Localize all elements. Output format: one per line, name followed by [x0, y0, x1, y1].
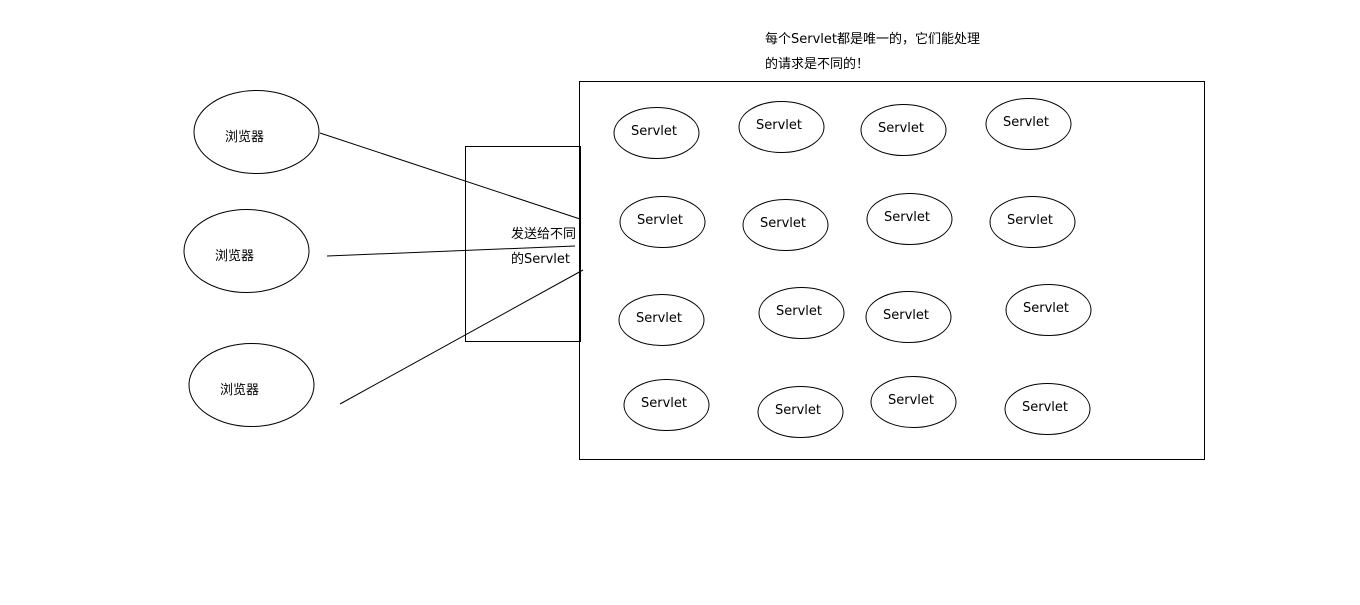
note-line-2: 的请求是不同的！: [765, 57, 870, 72]
connector-line-3: [339, 269, 584, 405]
browser-node: [183, 209, 310, 293]
servlet-label: Servlet: [760, 216, 806, 231]
browser-node: [193, 90, 320, 174]
servlet-node: [1004, 383, 1091, 435]
connector-line-1: [319, 132, 581, 220]
dispatcher-box: [465, 146, 581, 342]
servlet-container-box: [579, 81, 1205, 460]
servlet-node: [865, 291, 952, 343]
servlet-node: [623, 379, 710, 431]
servlet-label: Servlet: [1022, 400, 1068, 415]
servlet-node: [989, 196, 1076, 248]
servlet-label: Servlet: [1007, 213, 1053, 228]
servlet-label: Servlet: [756, 118, 802, 133]
servlet-node: [866, 193, 953, 245]
servlet-node: [1005, 284, 1092, 336]
servlet-node: [758, 287, 845, 339]
servlet-node: [757, 386, 844, 438]
note-line-1: 每个Servlet都是唯一的，它们能处理: [765, 32, 980, 47]
browser-label: 浏览器: [220, 382, 259, 398]
dispatcher-label-line-1: 发送给不同: [511, 226, 576, 242]
servlet-label: Servlet: [775, 403, 821, 418]
servlet-node: [619, 196, 706, 248]
servlet-label: Servlet: [776, 304, 822, 319]
servlet-node: [738, 101, 825, 153]
servlet-node: [742, 199, 829, 251]
servlet-node: [985, 98, 1072, 150]
servlet-label: Servlet: [888, 393, 934, 408]
servlet-label: Servlet: [1023, 301, 1069, 316]
connector-line-2: [326, 245, 576, 257]
servlet-label: Servlet: [878, 121, 924, 136]
browser-label: 浏览器: [225, 129, 264, 145]
servlet-label: Servlet: [641, 396, 687, 411]
servlet-label: Servlet: [883, 308, 929, 323]
servlet-node: [618, 294, 705, 346]
servlet-label: Servlet: [1003, 115, 1049, 130]
servlet-node: [613, 107, 700, 159]
browser-node: [188, 343, 315, 427]
servlet-label: Servlet: [631, 124, 677, 139]
browser-label: 浏览器: [215, 248, 254, 264]
servlet-label: Servlet: [884, 210, 930, 225]
servlet-node: [860, 104, 947, 156]
dispatcher-label-line-2: 的Servlet: [511, 251, 570, 267]
servlet-label: Servlet: [636, 311, 682, 326]
servlet-node: [870, 376, 957, 428]
servlet-label: Servlet: [637, 213, 683, 228]
